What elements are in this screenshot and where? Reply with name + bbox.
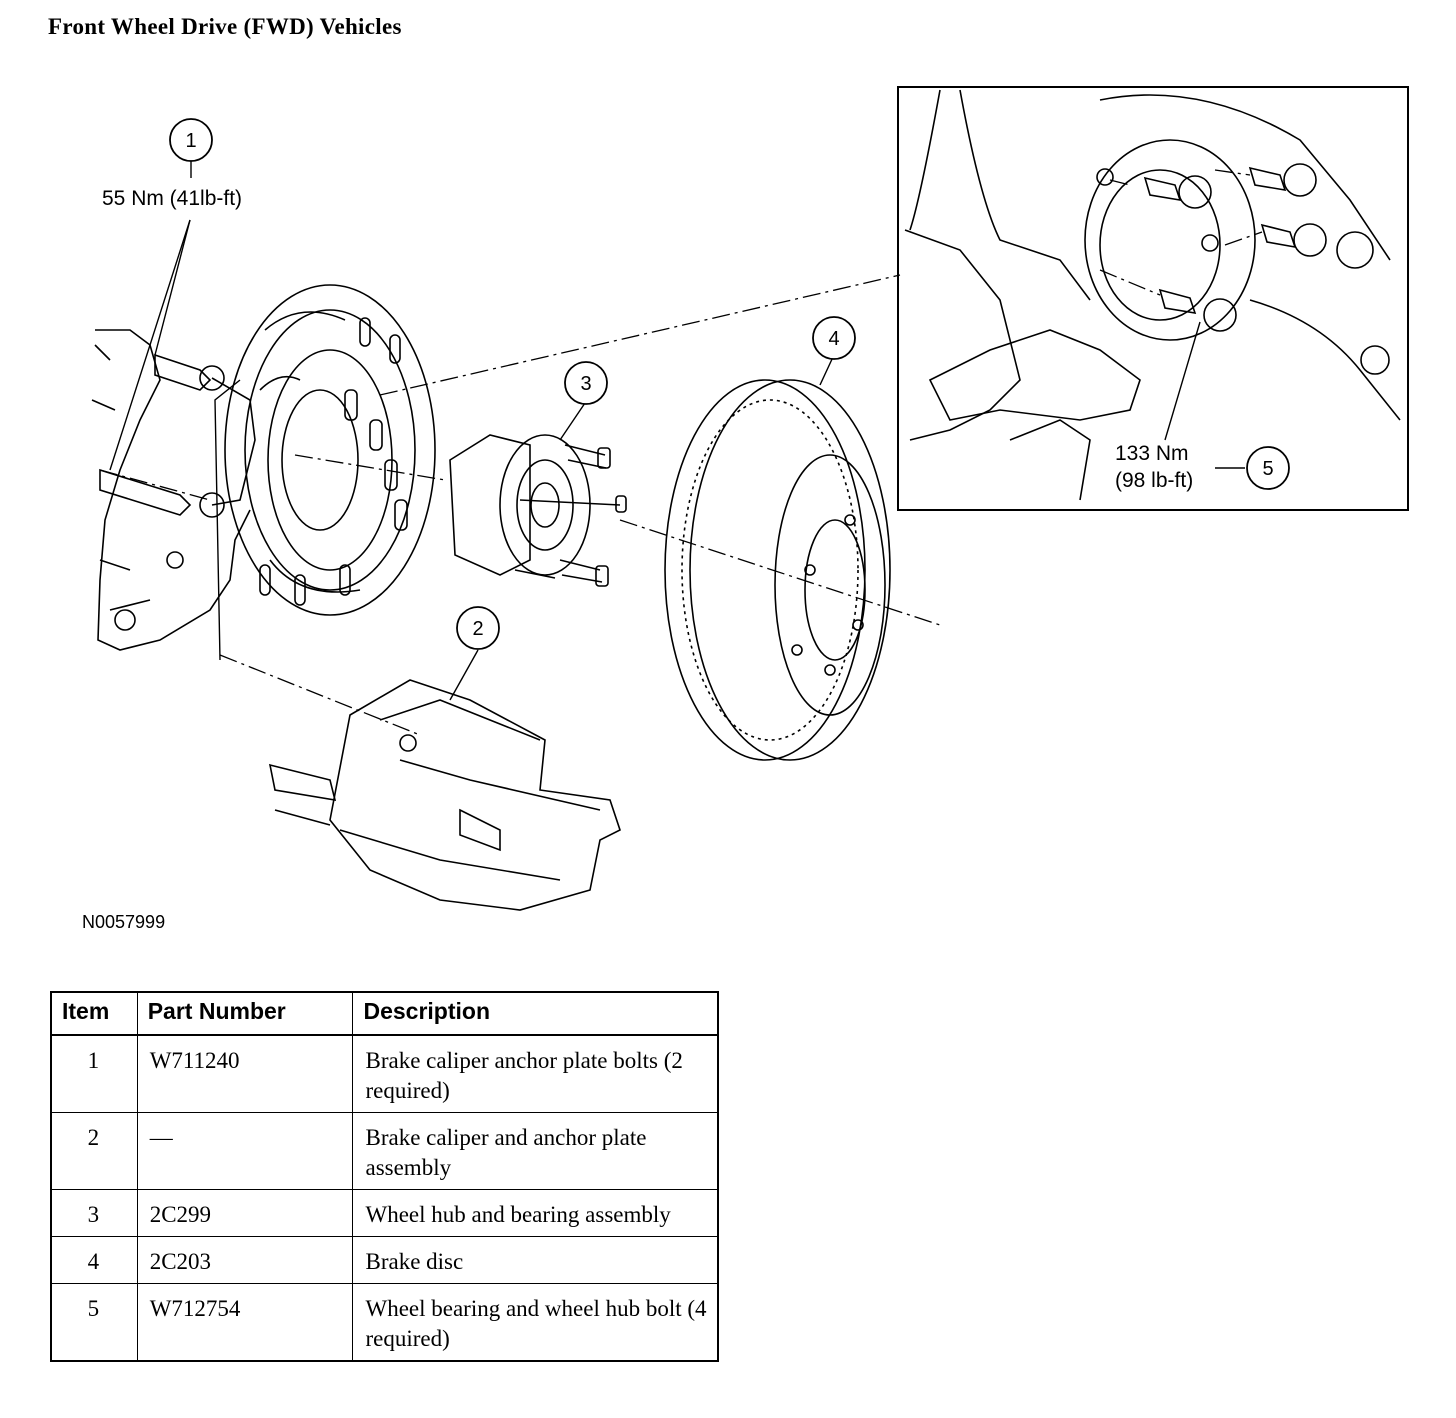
callout-1-number: 1 xyxy=(185,130,196,152)
header-item: Item xyxy=(50,991,138,1036)
callout-1: 1 55 Nm (41lb-ft) xyxy=(102,118,242,210)
cell-item: 3 xyxy=(50,1189,138,1237)
cell-item: 1 xyxy=(50,1034,138,1113)
callout-5-torque-lbft: (98 lb-ft) xyxy=(1115,469,1193,492)
header-part-number: Part Number xyxy=(136,991,354,1036)
callout-3-number: 3 xyxy=(580,373,591,395)
assembly-axis-lines xyxy=(99,169,1263,736)
callout-5: 5 133 Nm (98 lb-ft) xyxy=(1115,442,1290,492)
cell-description: Wheel hub and bearing assembly xyxy=(352,1189,719,1237)
brake-caliper-assembly xyxy=(268,679,621,911)
cell-part-number: — xyxy=(136,1112,354,1190)
cell-part-number: W711240 xyxy=(136,1034,354,1113)
inset-detail xyxy=(897,86,1409,511)
parts-table: Item Part Number Description 1 W711240 B… xyxy=(50,991,719,1362)
table-header-row: Item Part Number Description xyxy=(50,991,719,1036)
cell-description: Brake caliper and anchor plate assembly xyxy=(352,1112,719,1190)
table-row: 5 W712754 Wheel bearing and wheel hub bo… xyxy=(50,1283,719,1362)
callout-4: 4 xyxy=(812,316,856,360)
cell-part-number: 2C299 xyxy=(136,1189,354,1237)
callout-5-number: 5 xyxy=(1262,458,1273,480)
cell-description: Wheel bearing and wheel hub bolt (4 requ… xyxy=(352,1283,719,1362)
callout-4-number: 4 xyxy=(828,328,839,350)
callout-2: 2 xyxy=(456,606,500,650)
callout-3: 3 xyxy=(564,361,608,405)
exploded-brake-diagram: 1 55 Nm (41lb-ft) 2 3 4 5 133 Nm (98 lb-… xyxy=(91,86,1409,911)
cell-description: Brake disc xyxy=(352,1236,719,1284)
cell-item: 5 xyxy=(50,1283,138,1362)
cell-item: 2 xyxy=(50,1112,138,1190)
table-row: 4 2C203 Brake disc xyxy=(50,1236,719,1284)
wheel-hub-bearing xyxy=(449,434,627,587)
header-description: Description xyxy=(352,991,719,1036)
callout-1-torque: 55 Nm (41lb-ft) xyxy=(102,187,242,210)
cell-part-number: 2C203 xyxy=(136,1236,354,1284)
callout-2-number: 2 xyxy=(472,618,483,640)
cell-description: Brake caliper anchor plate bolts (2 requ… xyxy=(352,1034,719,1113)
table-row: 1 W711240 Brake caliper anchor plate bol… xyxy=(50,1034,719,1113)
table-row: 3 2C299 Wheel hub and bearing assembly xyxy=(50,1189,719,1237)
knuckle-backing-plate xyxy=(91,284,436,651)
cell-part-number: W712754 xyxy=(136,1283,354,1362)
cell-item: 4 xyxy=(50,1236,138,1284)
page-title: Front Wheel Drive (FWD) Vehicles xyxy=(48,14,402,39)
table-row: 2 — Brake caliper and anchor plate assem… xyxy=(50,1112,719,1190)
figure-id: N0057999 xyxy=(82,912,166,932)
callout-5-torque-nm: 133 Nm xyxy=(1115,442,1189,465)
brake-disc xyxy=(664,379,891,761)
callout-leaders xyxy=(109,159,1245,701)
